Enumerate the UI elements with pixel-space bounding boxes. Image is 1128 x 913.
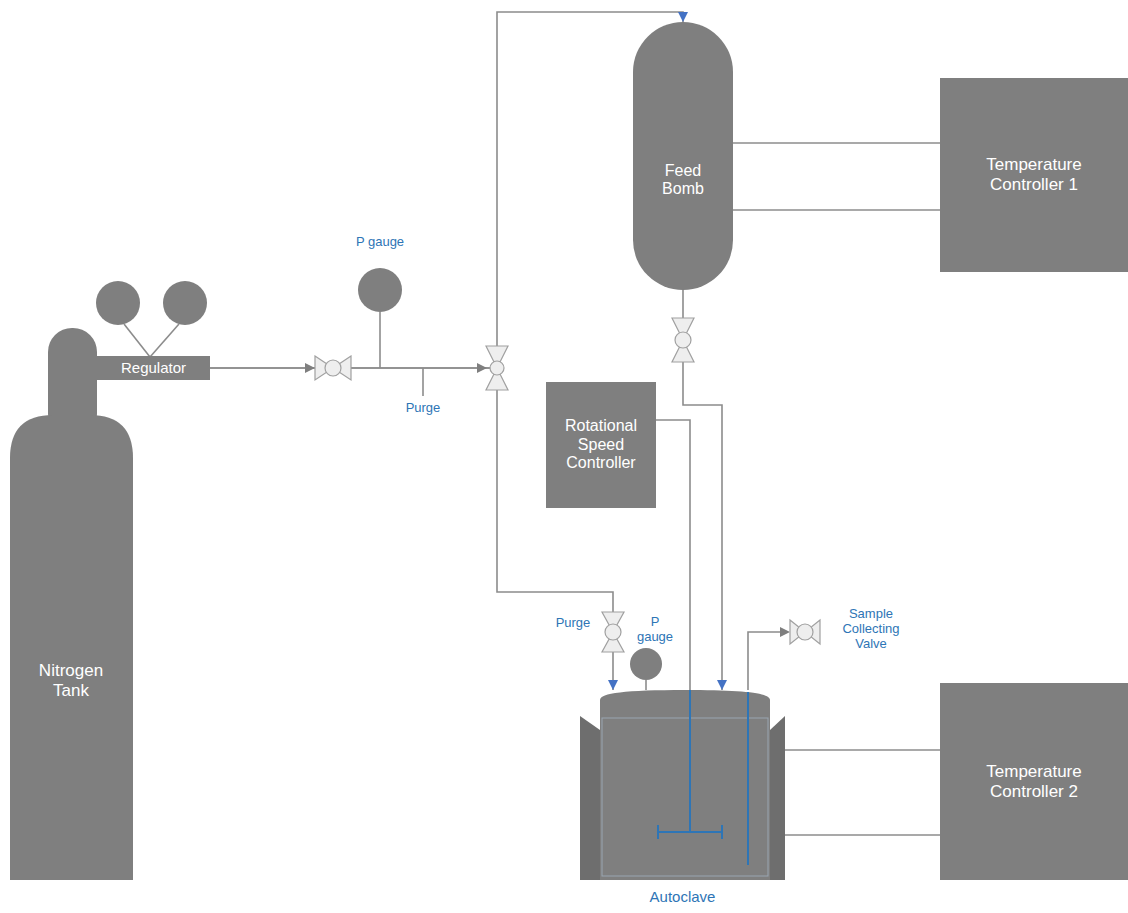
regulator-gauge [96,281,140,325]
valve-symbol [675,332,691,348]
pressure-gauge: P gauge [352,234,408,312]
label-box: Sample Collecting Valve [834,607,908,652]
regulator-box: Regulator [97,356,210,380]
gauge-dial [358,268,402,312]
cylinder-outline [10,328,133,880]
pipe-connector [656,420,690,690]
text-area: Feed Bomb [653,130,713,230]
controller-box: Rotational Speed Controller [546,382,656,508]
pipe-connector [733,209,940,211]
stirrer-impeller [657,825,659,839]
text-area: P gauge [635,614,675,646]
flow-arrowhead [780,627,790,637]
heating-jacket [580,716,600,880]
annotation-label: Purge [393,401,453,416]
sampling-tube [747,692,749,865]
text-area: Regulator [97,356,210,380]
text-area: Temperature Controller 1 [964,78,1104,272]
cylinder-body [10,415,133,880]
node-label: Rotational Speed Controller [546,417,656,472]
node-label: Temperature Controller 1 [964,155,1104,194]
node-label: P gauge [635,615,675,645]
label-box: Purge [393,401,453,416]
stirrer-impeller [721,825,723,839]
vessel-inner-wall [602,718,768,876]
valve-symbol [325,360,341,376]
gauge-stem [124,324,150,357]
node-label: Feed Bomb [653,162,713,199]
autoclave-outline [580,690,785,880]
sample-line [748,632,786,690]
autoclave-vessel: Autoclave [580,690,785,912]
pipe-connector [210,12,683,368]
controller-box: Temperature Controller 2 [940,683,1128,880]
pipe-connector [785,834,940,836]
gauge-dial [630,648,662,680]
annotation-label: Sample Collecting Valve [834,607,908,652]
node-label: Autoclave [650,888,716,905]
flow-arrowhead [305,363,315,373]
node-label: P gauge [356,235,404,250]
text-area: P gauge [340,234,420,250]
purge-line [422,368,424,396]
stirrer-impeller [658,831,722,833]
node-label: Regulator [121,359,186,376]
pipe-connector [785,749,940,751]
heating-jacket [770,716,785,880]
sample-valve [797,624,813,640]
annotation-label: Purge [548,616,598,631]
controller-box: Temperature Controller 1 [940,78,1128,272]
stirrer-shaft [689,690,691,832]
text-area: Autoclave [580,886,785,908]
gas-cylinder: Nitrogen Tank [10,328,133,880]
node-label: Temperature Controller 2 [964,762,1104,801]
text-area: Temperature Controller 2 [964,683,1104,880]
text-area: Nitrogen Tank [21,646,121,716]
regulator-gauge [163,281,207,325]
gauge-stem [150,324,179,357]
feed-bomb-vessel: Feed Bomb [633,22,733,290]
pipe-connector [683,290,722,690]
label-box: Purge [548,616,598,631]
three-way-valve [490,361,504,375]
flow-arrowhead [477,363,487,373]
node-label: Nitrogen Tank [21,661,121,700]
vessel-body [600,690,770,880]
pipe-connector [645,680,647,690]
text-area: Rotational Speed Controller [546,382,656,508]
gauge-stem [379,312,381,368]
pipe-connector [733,142,940,144]
purge-valve [605,624,621,640]
pressure-gauge: P gauge [626,614,684,680]
